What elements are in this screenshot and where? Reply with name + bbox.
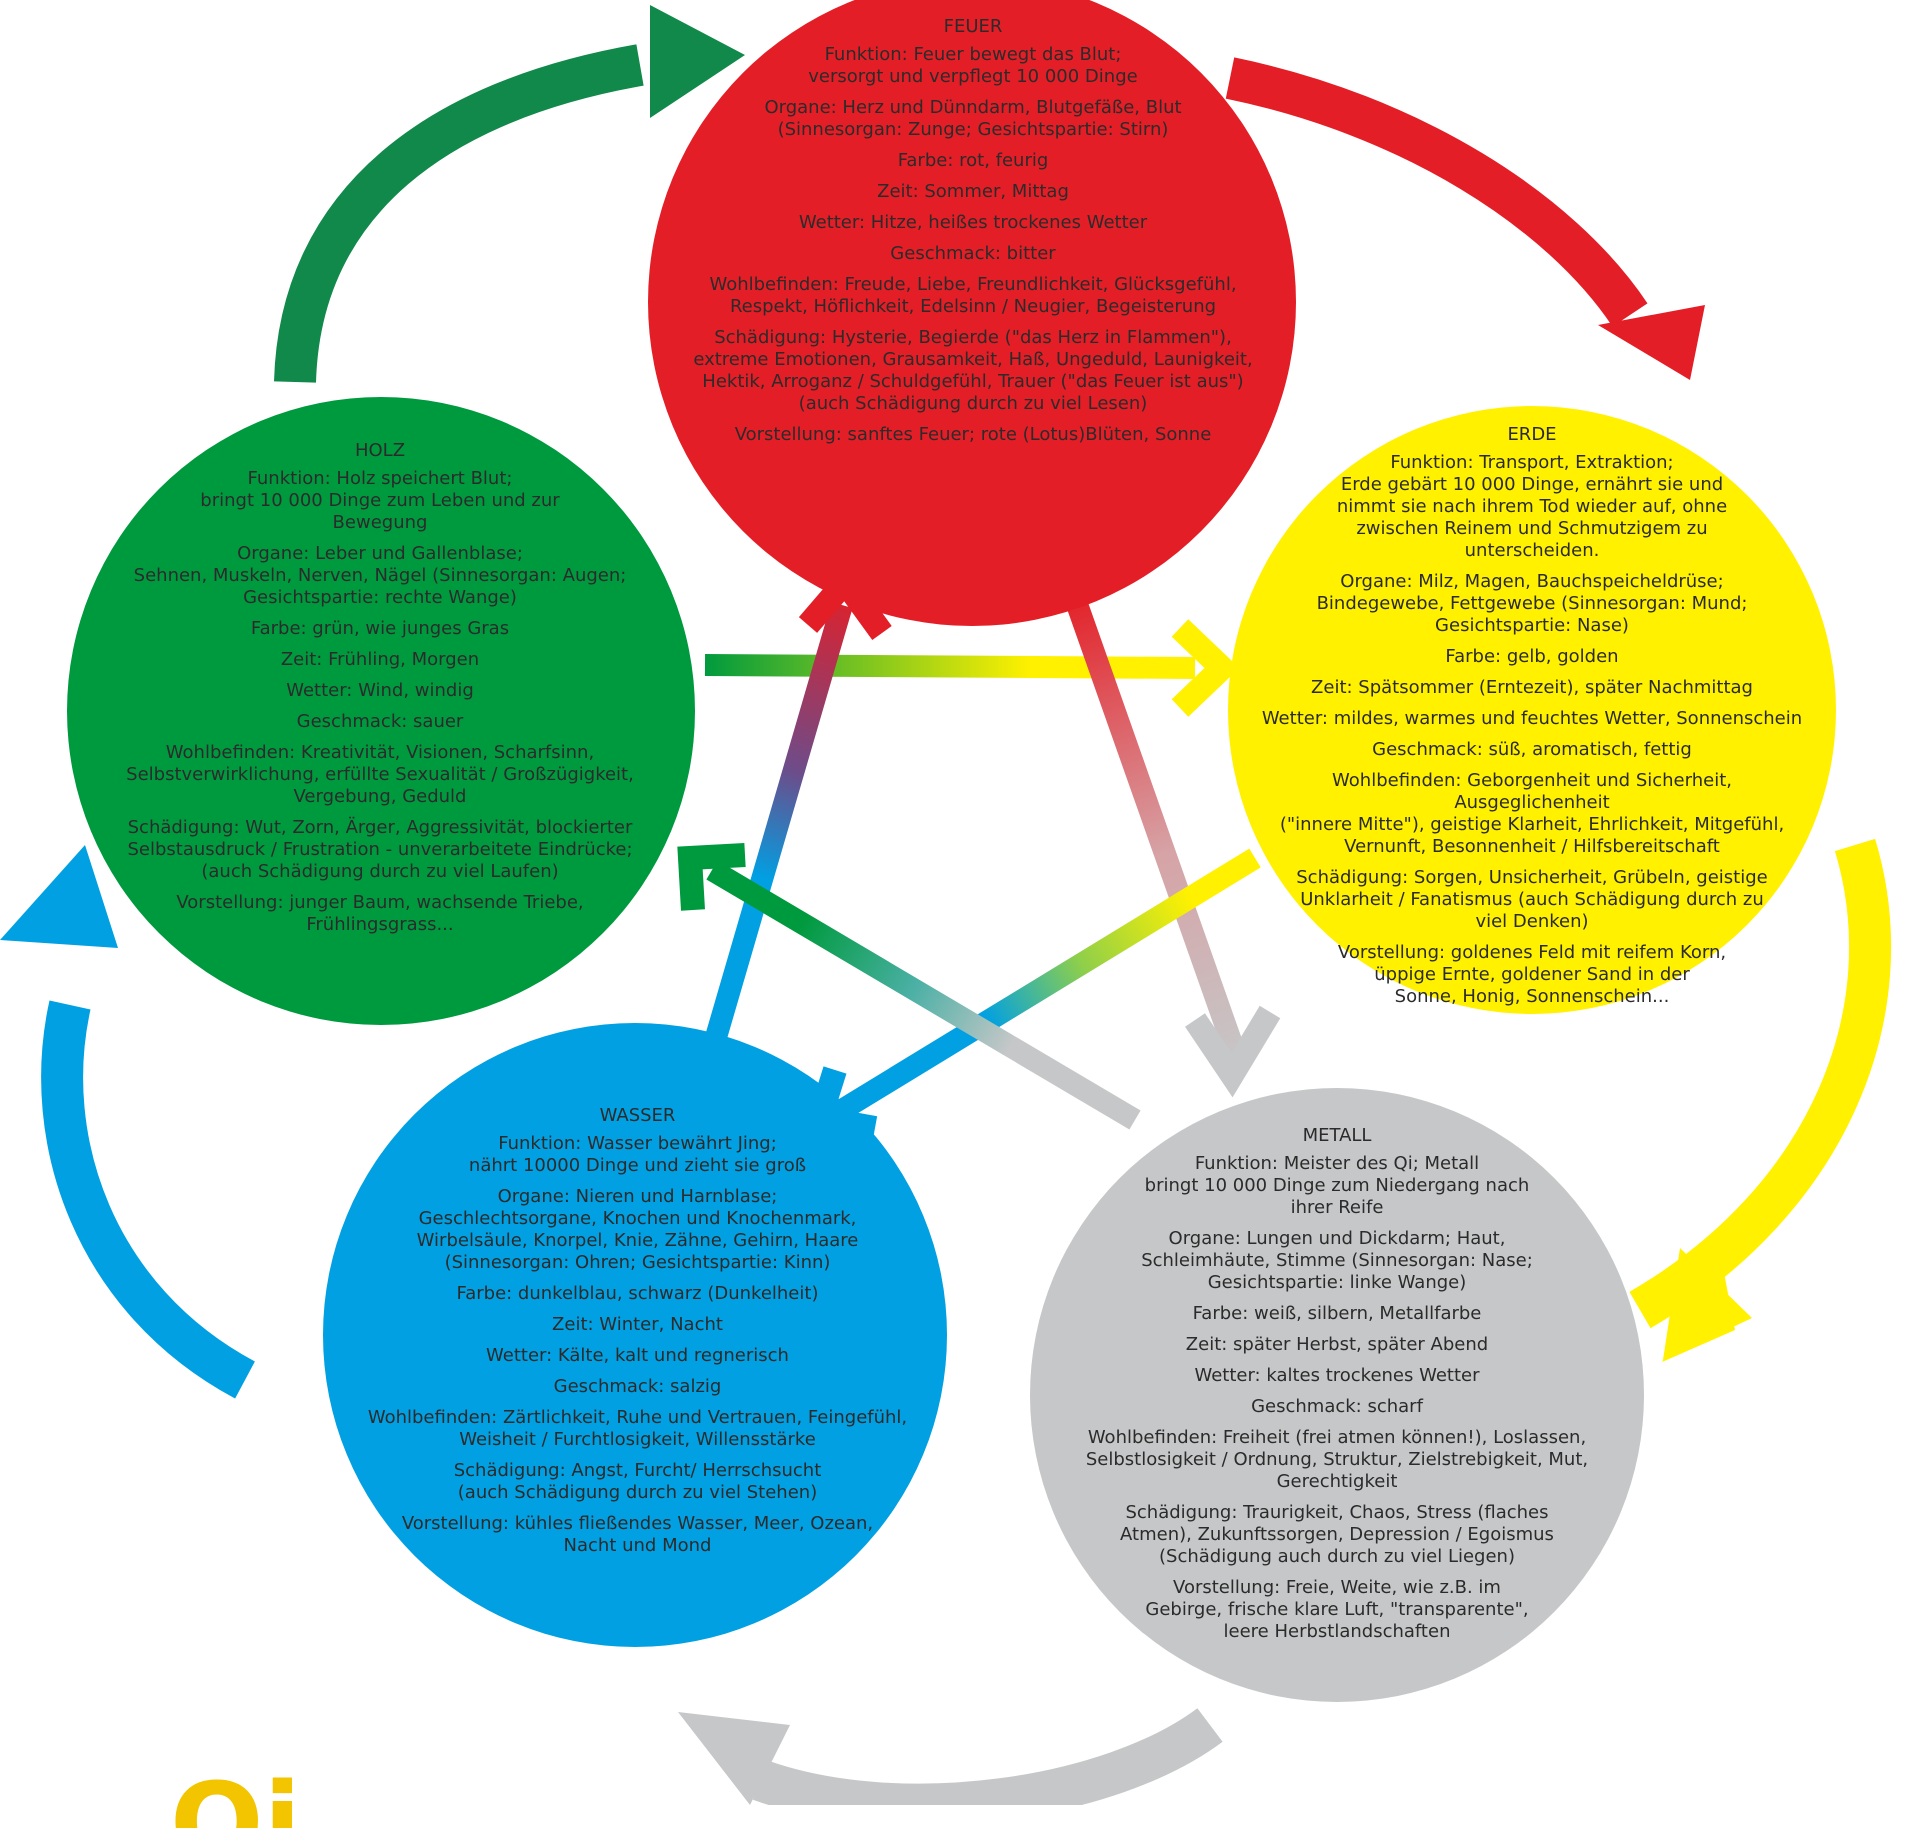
- water-taste: Geschmack: salzig: [553, 1376, 722, 1397]
- wood-title: HOLZ: [354, 440, 406, 461]
- wood-color: Farbe: grün, wie junges Gras: [250, 618, 510, 639]
- metal-text: METALL Funktion: Meister des Qi; Metall …: [1052, 1125, 1622, 1652]
- wood-organs: Organe: Leber und Gallenblase; Sehnen, M…: [133, 543, 627, 608]
- fire-imagination: Vorstellung: sanftes Feuer; rote (Lotus)…: [734, 424, 1212, 445]
- fire-function: Funktion: Feuer bewegt das Blut; versorg…: [808, 44, 1138, 87]
- earth-time: Zeit: Spätsommer (Erntezeit), später Nac…: [1311, 677, 1753, 698]
- fire-circle: [648, 0, 1296, 626]
- arrow-fire-to-earth: [1225, 57, 1705, 380]
- water-title: WASSER: [599, 1105, 676, 1126]
- water-damage: Schädigung: Angst, Furcht/ Herrschsucht …: [453, 1460, 822, 1503]
- arrow-metal-to-wood: [677, 843, 1141, 1130]
- wood-taste: Geschmack: sauer: [296, 711, 464, 732]
- arrow-water-to-wood: [0, 845, 256, 1399]
- metal-time: Zeit: später Herbst, später Abend: [1185, 1334, 1489, 1355]
- wood-time: Zeit: Frühling, Morgen: [280, 649, 480, 670]
- arrow-wood-to-earth: [704, 619, 1240, 717]
- fire-title: FEUER: [943, 16, 1003, 37]
- metal-weather: Wetter: kaltes trockenes Wetter: [1194, 1365, 1480, 1386]
- water-weather: Wetter: Kälte, kalt und regnerisch: [486, 1345, 789, 1366]
- earth-damage: Schädigung: Sorgen, Unsicherheit, Grübel…: [1296, 867, 1768, 932]
- arrow-earth-to-water: [804, 848, 1261, 1140]
- arrow-metal-to-water: [678, 1707, 1223, 1805]
- arrow-earth-to-metal: [1629, 838, 1892, 1362]
- water-color: Farbe: dunkelblau, schwarz (Dunkelheit): [456, 1283, 819, 1304]
- wood-imagination: Vorstellung: junger Baum, wachsende Trie…: [176, 892, 584, 935]
- metal-organs: Organe: Lungen und Dickdarm; Haut, Schle…: [1141, 1228, 1533, 1293]
- earth-circle: [1228, 406, 1836, 1014]
- metal-imagination: Vorstellung: Freie, Weite, wie z.B. im G…: [1145, 1577, 1529, 1642]
- water-circle: [323, 1023, 947, 1647]
- fire-wellbeing: Wohlbefinden: Freude, Liebe, Freundlichk…: [709, 274, 1237, 317]
- wood-circle: [67, 397, 695, 1025]
- fire-color: Farbe: rot, feurig: [897, 150, 1049, 171]
- earth-function: Funktion: Transport, Extraktion; Erde ge…: [1336, 452, 1728, 561]
- fire-taste: Geschmack: bitter: [890, 243, 1056, 264]
- earth-imagination: Vorstellung: goldenes Feld mit reifem Ko…: [1337, 942, 1727, 1007]
- earth-organs: Organe: Milz, Magen, Bauchspeicheldrüse;…: [1316, 571, 1748, 636]
- arrow-fire-to-metal: [1061, 586, 1281, 1098]
- metal-color: Farbe: weiß, silbern, Metallfarbe: [1192, 1303, 1482, 1324]
- logo: Qi: [170, 1768, 390, 1828]
- water-organs: Organe: Nieren und Harnblase; Geschlecht…: [416, 1186, 859, 1273]
- wood-wellbeing: Wohlbefinden: Kreativität, Visionen, Sch…: [126, 742, 634, 807]
- metal-function: Funktion: Meister des Qi; Metall bringt …: [1144, 1153, 1530, 1218]
- earth-wellbeing: Wohlbefinden: Geborgenheit und Sicherhei…: [1279, 770, 1785, 857]
- fire-organs: Organe: Herz und Dünndarm, Blutgefäße, B…: [764, 97, 1182, 140]
- wood-weather: Wetter: Wind, windig: [286, 680, 474, 701]
- fire-time: Zeit: Sommer, Mittag: [877, 181, 1069, 202]
- metal-damage: Schädigung: Traurigkeit, Chaos, Stress (…: [1120, 1502, 1554, 1567]
- metal-wellbeing: Wohlbefinden: Freiheit (frei atmen könne…: [1085, 1427, 1589, 1492]
- earth-color: Farbe: gelb, golden: [1445, 646, 1619, 667]
- earth-text: ERDE Funktion: Transport, Extraktion; Er…: [1252, 424, 1812, 1017]
- wood-text: HOLZ Funktion: Holz speichert Blut; brin…: [100, 440, 660, 945]
- earth-taste: Geschmack: süß, aromatisch, fettig: [1372, 739, 1692, 760]
- metal-title: METALL: [1302, 1125, 1372, 1146]
- water-text: WASSER Funktion: Wasser bewährt Jing; nä…: [345, 1105, 930, 1566]
- arrow-wood-to-fire: [274, 5, 745, 383]
- water-function: Funktion: Wasser bewährt Jing; nährt 100…: [468, 1133, 807, 1176]
- fire-text: FEUER Funktion: Feuer bewegt das Blut; v…: [635, 16, 1311, 455]
- fire-weather: Wetter: Hitze, heißes trockenes Wetter: [798, 212, 1148, 233]
- metal-taste: Geschmack: scharf: [1251, 1396, 1423, 1417]
- earth-title: ERDE: [1507, 424, 1557, 445]
- metal-circle: [1030, 1088, 1644, 1702]
- fire-damage: Schädigung: Hysterie, Begierde ("das Her…: [693, 327, 1253, 414]
- water-time: Zeit: Winter, Nacht: [552, 1314, 723, 1335]
- earth-weather: Wetter: mildes, warmes und feuchtes Wett…: [1261, 708, 1803, 729]
- water-wellbeing: Wohlbefinden: Zärtlichkeit, Ruhe und Ver…: [367, 1407, 908, 1450]
- wood-function: Funktion: Holz speichert Blut; bringt 10…: [200, 468, 560, 533]
- water-imagination: Vorstellung: kühles fließendes Wasser, M…: [401, 1513, 874, 1556]
- wood-damage: Schädigung: Wut, Zorn, Ärger, Aggressivi…: [127, 817, 633, 882]
